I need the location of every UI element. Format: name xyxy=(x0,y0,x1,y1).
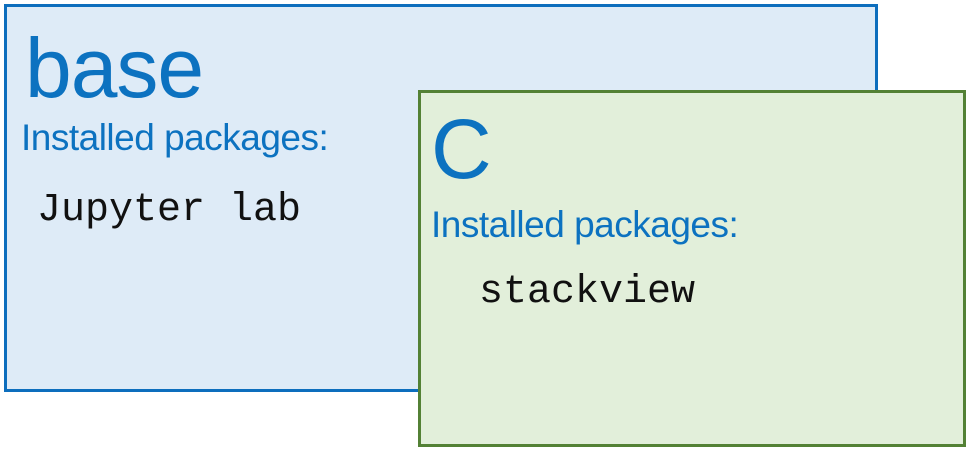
installed-packages-label-base: Installed packages: xyxy=(21,117,329,158)
package-name-stackview: stackview xyxy=(479,270,696,315)
env-box-c: C Installed packages: stackview xyxy=(418,90,966,447)
env-title-c: C xyxy=(431,102,492,196)
installed-packages-label-c: Installed packages: xyxy=(431,204,739,245)
env-title-base: base xyxy=(25,21,204,115)
package-name-jupyter-lab: Jupyter lab xyxy=(37,188,302,233)
